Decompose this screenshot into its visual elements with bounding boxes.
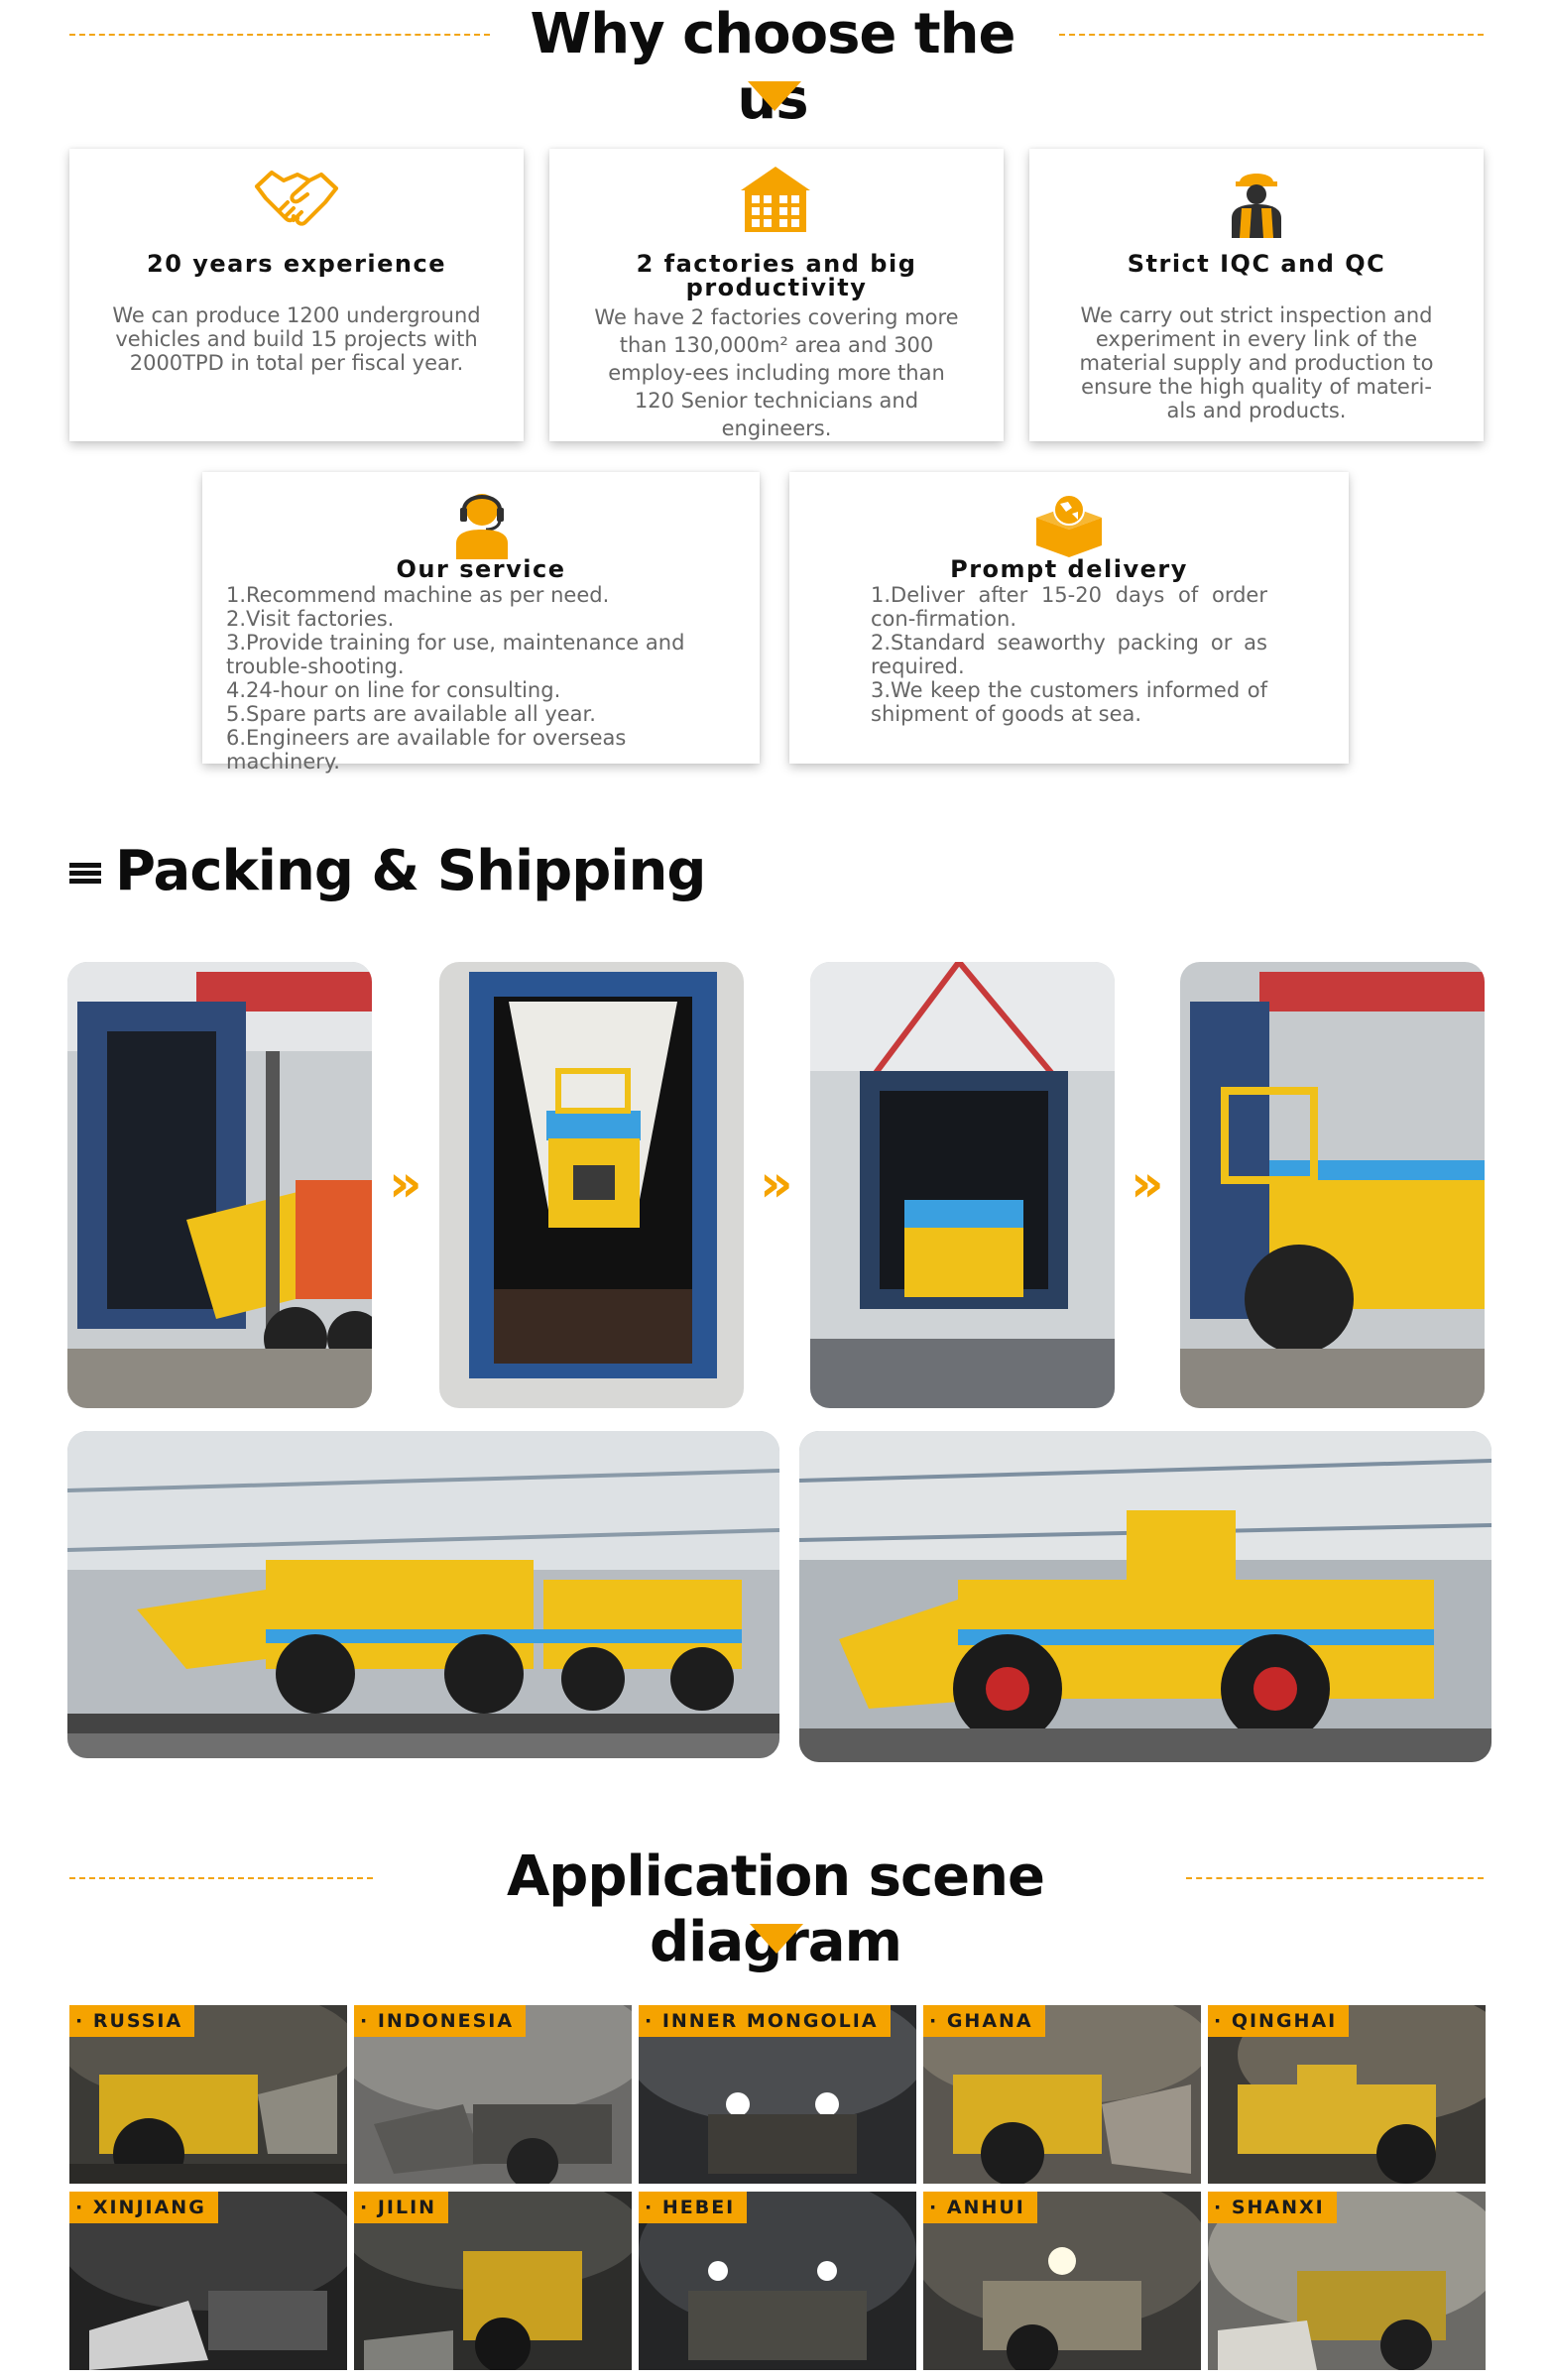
card-title: Prompt delivery (950, 555, 1188, 583)
scene-label: · HEBEI (639, 2192, 748, 2223)
packing-photo (1180, 962, 1485, 1408)
scene-tile: · RUSSIA (69, 2005, 347, 2184)
card-factories: 2 factories and big productivity We have… (549, 149, 1004, 441)
scene-label: · ANHUI (923, 2192, 1037, 2223)
service-line: 6.Engineers are available for overseas m… (226, 726, 627, 774)
scene-label: · XINJIANG (69, 2192, 218, 2223)
packing-photo (67, 1431, 779, 1758)
card-text: We can produce 1200 underground vehicles… (112, 303, 481, 375)
scene-label: · JILIN (354, 2192, 449, 2223)
packing-title: Packing & Shipping (115, 839, 706, 903)
card-title: 20 years experience (147, 250, 446, 278)
delivery-box-icon (1036, 494, 1102, 557)
scene-tile: · SHANXI (1208, 2192, 1486, 2370)
scene-tile: · INDONESIA (354, 2005, 632, 2184)
card-quality: Strict IQC and QC We carry out strict in… (1029, 149, 1484, 441)
scene-tile: · QINGHAI (1208, 2005, 1486, 2184)
service-line: 5.Spare parts are available all year. (226, 702, 596, 726)
card-title: Our service (396, 555, 566, 583)
title-dash-right (1059, 34, 1484, 36)
scene-label: · QINGHAI (1208, 2005, 1350, 2037)
inspector-icon (1232, 174, 1281, 238)
title-dash-left (69, 1877, 373, 1879)
card-title: Strict IQC and QC (1127, 250, 1386, 278)
card-title-line2: productivity (685, 274, 868, 301)
scene-tile: · GHANA (923, 2005, 1201, 2184)
service-line: 1.Recommend machine as per need. (226, 583, 610, 607)
card-text-list: 1.Deliver after 15-20 days of order con-… (871, 583, 1267, 726)
service-line: 4.24-hour on line for consulting. (226, 678, 561, 702)
delivery-line: 1.Deliver after 15-20 days of order con-… (871, 583, 1267, 631)
handshake-icon (255, 171, 338, 226)
service-line: 3.Provide training for use, maintenance … (226, 631, 685, 678)
title-dash-left (69, 34, 490, 36)
delivery-line: 3.We keep the customers informed of ship… (871, 678, 1267, 726)
scene-label: · RUSSIA (69, 2005, 195, 2037)
scene-tile: · HEBEI (639, 2192, 916, 2370)
down-arrow-icon (750, 1924, 803, 1954)
packing-photo (799, 1431, 1491, 1762)
card-text: We carry out strict inspection and exper… (1079, 303, 1434, 422)
scene-tile: · XINJIANG (69, 2192, 347, 2370)
delivery-line: 2.Standard seaworthy packing or as requi… (871, 631, 1267, 678)
card-delivery: Prompt delivery 1.Deliver after 15-20 da… (789, 472, 1349, 764)
title-dash-right (1186, 1877, 1484, 1879)
card-service: Our service 1.Recommend machine as per n… (202, 472, 760, 774)
service-line: 2.Visit factories. (226, 607, 395, 631)
why-title: Why choose the us (530, 2, 1015, 132)
menu-lines-icon (69, 863, 101, 884)
card-text: We have 2 factories covering more than 1… (594, 305, 959, 440)
next-arrow-icon: » (760, 1154, 792, 1214)
application-title: Application scene diagram (506, 1844, 1045, 1974)
next-arrow-icon: » (1131, 1154, 1163, 1214)
packing-photo (810, 962, 1115, 1408)
packing-photo (67, 962, 372, 1408)
scene-tile: · JILIN (354, 2192, 632, 2370)
scene-label: · SHANXI (1208, 2192, 1337, 2223)
next-arrow-icon: » (389, 1154, 421, 1214)
scene-tile: · INNER MONGOLIA (639, 2005, 916, 2184)
scene-label: · INNER MONGOLIA (639, 2005, 891, 2037)
customer-service-icon (456, 494, 508, 559)
scene-label: · INDONESIA (354, 2005, 527, 2037)
card-title-line1: 2 factories and big (636, 250, 917, 278)
scene-tile: · ANHUI (923, 2192, 1201, 2370)
packing-photo (439, 962, 744, 1408)
scene-label: · GHANA (923, 2005, 1045, 2037)
card-experience: 20 years experience We can produce 1200 … (69, 149, 524, 441)
factory-icon (741, 167, 810, 232)
down-arrow-icon (748, 81, 801, 111)
card-text-list: 1.Recommend machine as per need. 2.Visit… (226, 583, 724, 774)
